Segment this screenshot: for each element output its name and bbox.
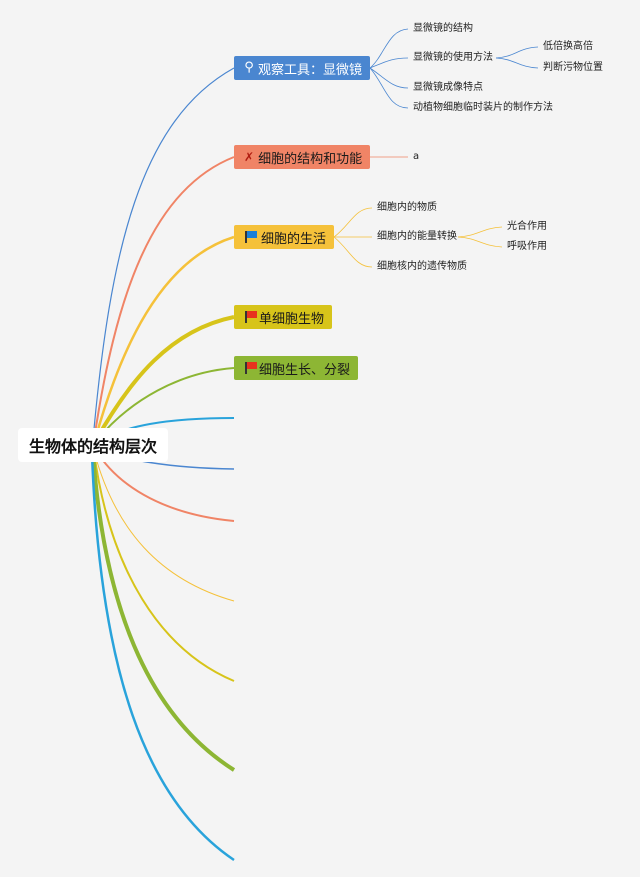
- connector-branch-microscope: [92, 67, 235, 441]
- connector-sub: [457, 236, 503, 248]
- root-topic[interactable]: 生物体的结构层次: [18, 428, 168, 462]
- leaf-topic[interactable]: 呼吸作用: [507, 241, 547, 252]
- connector-sub: [369, 67, 409, 109]
- branch-unicellular[interactable]: 单细胞生物: [234, 305, 332, 329]
- connector-empty-7: [90, 453, 235, 862]
- leaf-topic[interactable]: 判断污物位置: [543, 62, 603, 73]
- leaf-topic[interactable]: 光合作用: [507, 221, 547, 232]
- leaf-topic[interactable]: 显微镜的结构: [413, 23, 473, 34]
- branch-label: 细胞的生活: [260, 231, 326, 247]
- connector-empty-5: [93, 451, 235, 682]
- connector-branch-cell-life: [93, 235, 235, 441]
- microscope-icon: ⚲: [244, 60, 254, 75]
- connector-sub: [369, 67, 409, 89]
- leaf-topic[interactable]: 细胞内的物质: [377, 202, 437, 213]
- connector-empty-6: [91, 452, 236, 772]
- branch-label: 观察工具：显微镜: [257, 62, 362, 78]
- connector-sub: [495, 57, 539, 69]
- flag-red-icon: [244, 310, 257, 324]
- leaf-topic[interactable]: 显微镜的使用方法: [413, 52, 493, 63]
- leaf-topic[interactable]: 细胞核内的遗传物质: [377, 261, 467, 272]
- branch-label: 细胞的结构和功能: [258, 151, 363, 167]
- flag-red-icon: [244, 361, 257, 375]
- branch-cell-life[interactable]: 细胞的生活: [234, 225, 334, 249]
- branch-label: 细胞生长、分裂: [258, 362, 350, 378]
- flag-blue-icon: [244, 230, 257, 244]
- connector-branch-unicellular: [94, 315, 235, 441]
- connector-branch-growth: [96, 367, 235, 441]
- connector-sub: [369, 28, 409, 69]
- connector-sub: [333, 236, 373, 268]
- branch-label: 单细胞生物: [258, 311, 324, 327]
- leaf-topic[interactable]: 细胞内的能量转换: [377, 231, 457, 242]
- connector-branch-cell-structure: [93, 156, 235, 441]
- connector-sub: [457, 226, 503, 238]
- branch-growth[interactable]: 细胞生长、分裂: [234, 356, 358, 380]
- leaf-topic[interactable]: a: [413, 151, 420, 162]
- root-topic-label: 生物体的结构层次: [28, 437, 157, 456]
- leaf-topic[interactable]: 显微镜成像特点: [413, 82, 483, 93]
- leaf-topic[interactable]: 动植物细胞临时装片的制作方法: [413, 102, 553, 113]
- connector-sub: [495, 46, 539, 59]
- needle-icon: ✗: [244, 150, 255, 164]
- branch-microscope[interactable]: ⚲ 观察工具：显微镜: [234, 56, 370, 80]
- connector-sub: [333, 207, 373, 238]
- leaf-topic[interactable]: 低倍换高倍: [543, 41, 593, 52]
- connector-empty-4: [93, 450, 235, 602]
- connector-sub: [369, 57, 409, 69]
- connector-empty-3: [94, 448, 235, 522]
- branch-cell-structure[interactable]: ✗ 细胞的结构和功能: [234, 145, 370, 169]
